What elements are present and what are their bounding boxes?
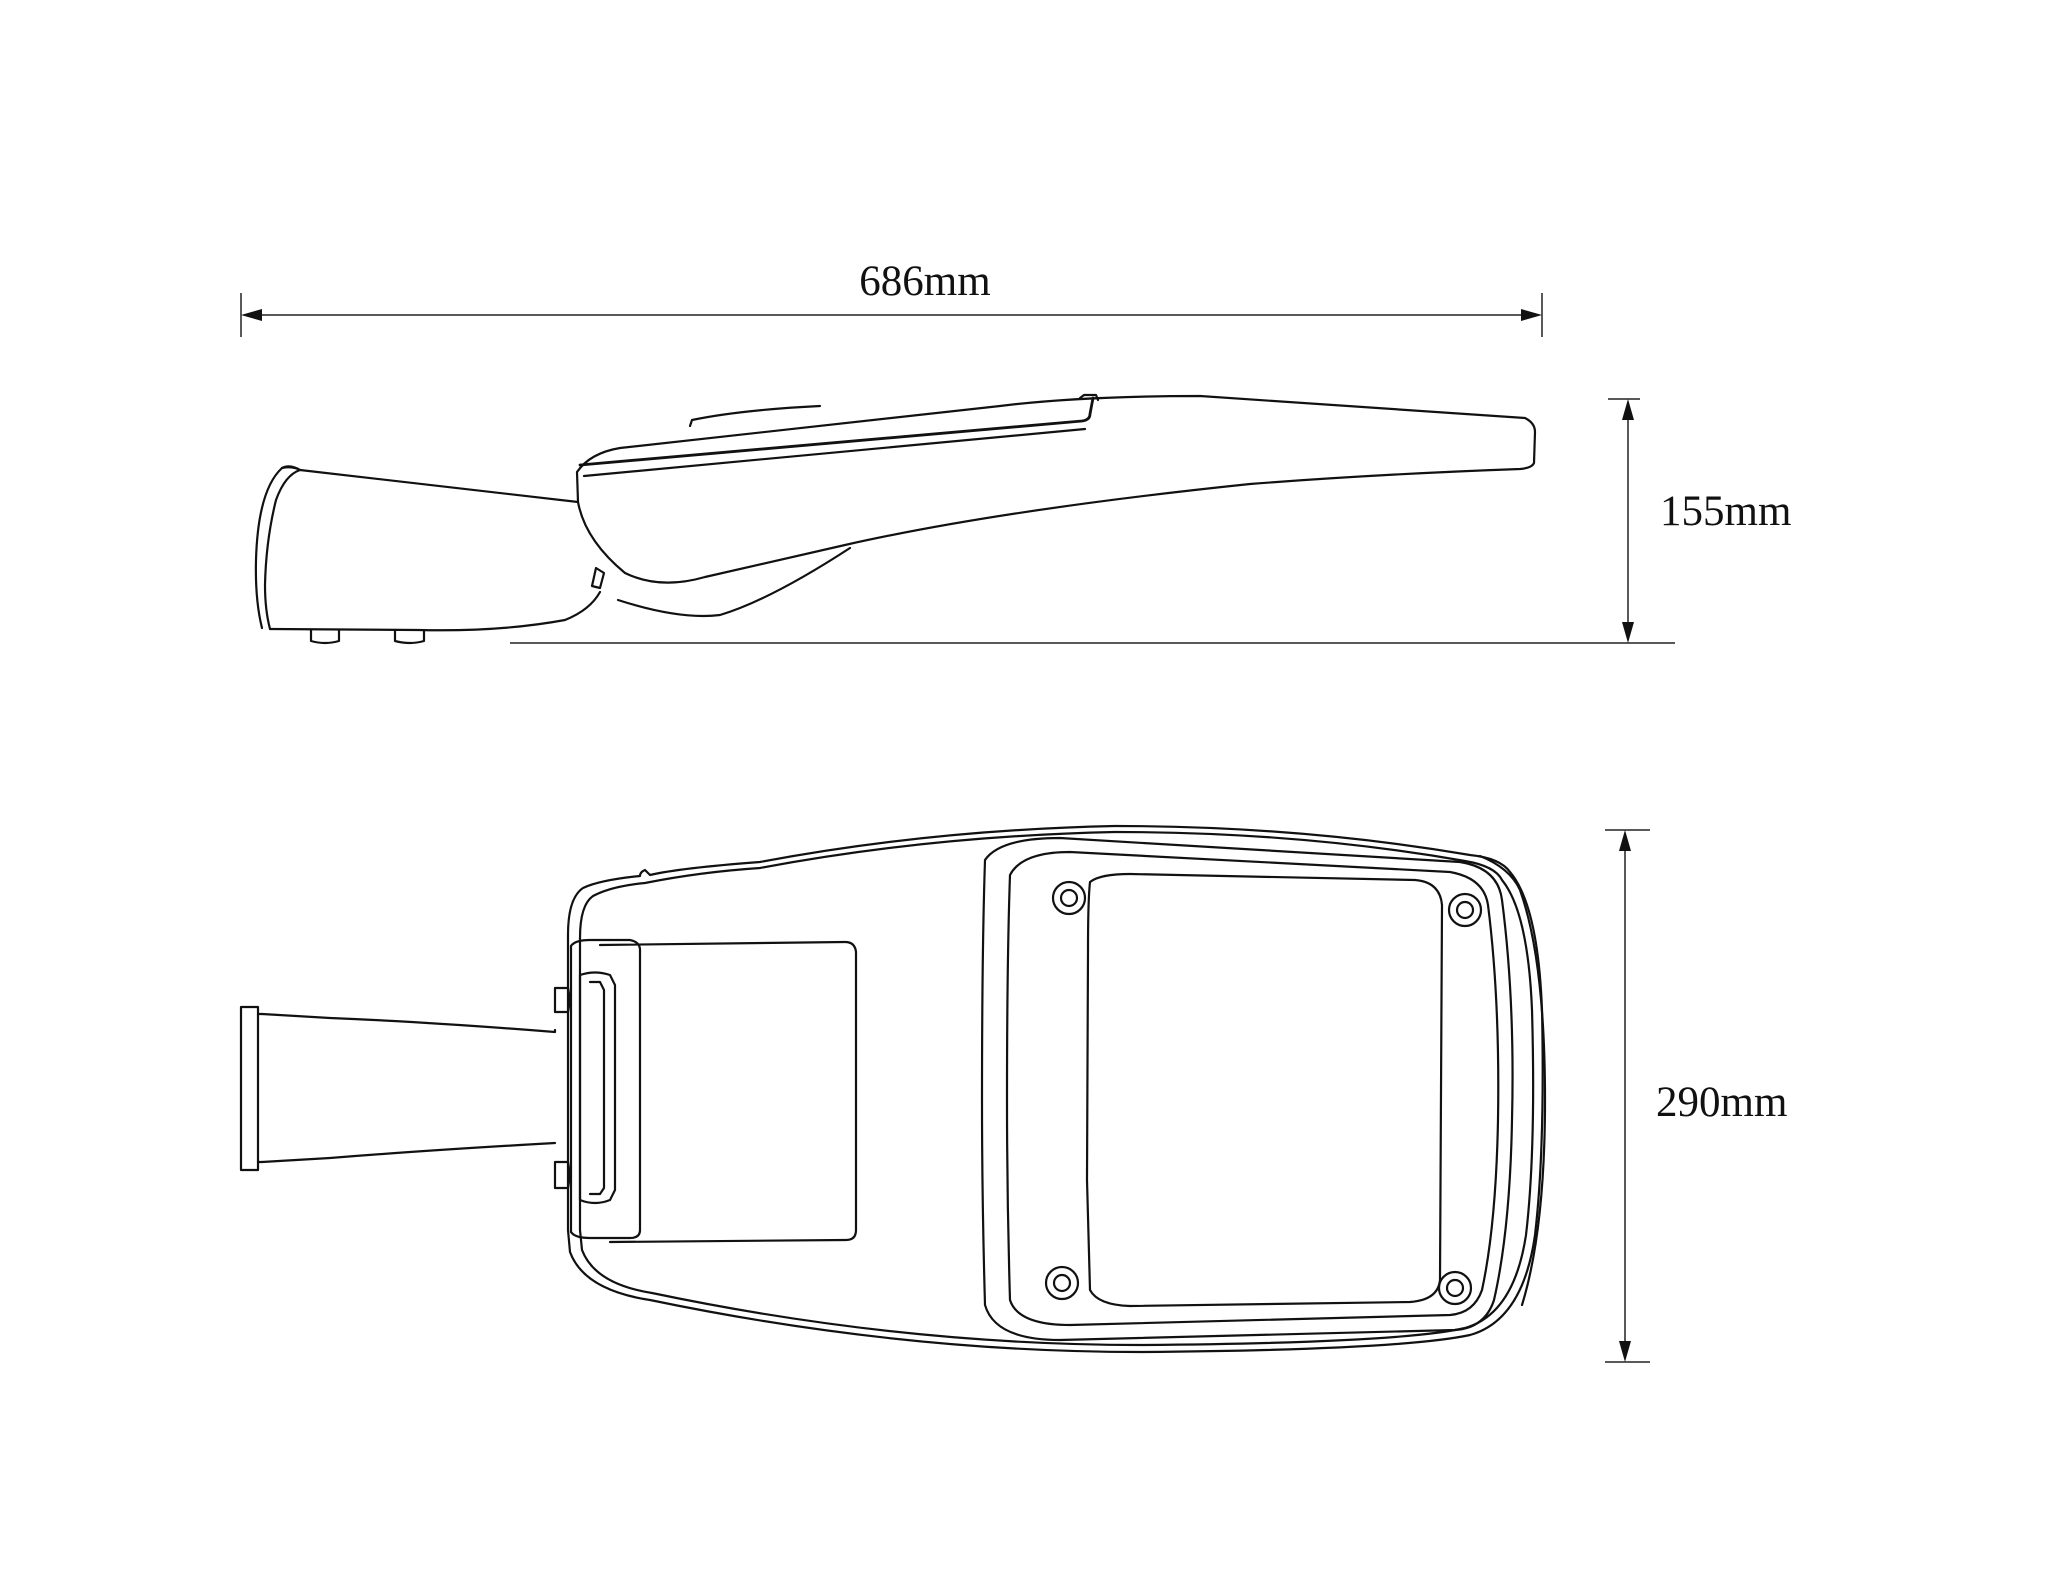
top-view-clamp-bolt-1 xyxy=(553,986,572,1014)
top-view-screw-2-head xyxy=(1455,900,1475,920)
side-view-spigot-rim xyxy=(280,466,302,472)
top-view-screw-3-head xyxy=(1052,1273,1072,1293)
side-view-notch xyxy=(1078,393,1100,402)
width-dimension: 290mm xyxy=(1605,829,1787,1363)
height-dimension: 155mm xyxy=(510,398,1791,644)
top-view-screw-1-head xyxy=(1059,888,1079,908)
length-dimension: 686mm xyxy=(240,258,1543,337)
top-view-screw-3 xyxy=(1044,1265,1080,1301)
top-view-lamp-frame-outer xyxy=(980,836,1514,1342)
side-view-cover-ridge xyxy=(688,404,822,428)
side-view-boss-1 xyxy=(309,628,341,645)
width-arrow-bottom xyxy=(1619,1341,1631,1362)
height-label: 155mm xyxy=(1660,488,1791,535)
length-label: 686mm xyxy=(859,258,990,305)
height-arrow-bottom xyxy=(1622,622,1634,643)
top-view-spigot-arm xyxy=(260,1012,557,1164)
side-view-boss-2 xyxy=(393,628,426,645)
top-view-housing-outer xyxy=(566,824,1544,1354)
top-view xyxy=(239,824,1547,1354)
top-view-spigot-end xyxy=(239,1005,260,1172)
top-view-clamp xyxy=(569,938,642,1240)
top-view-endcap xyxy=(1478,854,1547,1307)
width-label: 290mm xyxy=(1656,1079,1787,1126)
top-view-screw-2 xyxy=(1447,892,1483,928)
side-view-top-cover xyxy=(578,396,1095,467)
top-view-housing-rim xyxy=(578,830,1535,1347)
top-view-driver-cover xyxy=(598,940,858,1244)
side-view-housing-outline xyxy=(575,394,1537,584)
top-view-lamp-frame-inner xyxy=(1005,850,1500,1327)
top-view-screw-1 xyxy=(1051,880,1087,916)
side-view-top-cover-inner xyxy=(582,427,1087,478)
top-view-screw-4 xyxy=(1437,1270,1473,1306)
top-view-clamp-inner xyxy=(578,971,617,1205)
length-arrow-left xyxy=(241,309,262,321)
top-view-lens xyxy=(1085,872,1444,1308)
width-arrow-top xyxy=(1619,830,1631,851)
top-view-clamp-bolt-2 xyxy=(553,1160,572,1190)
side-view-spigot-mouth xyxy=(263,468,302,631)
top-view-screw-4-head xyxy=(1445,1278,1465,1298)
side-view-latch xyxy=(590,566,606,590)
length-arrow-right xyxy=(1521,309,1542,321)
side-view-underside xyxy=(616,546,852,618)
side-view-spigot xyxy=(254,465,580,630)
side-view-lower-body xyxy=(268,590,602,632)
top-view-clamp-slot xyxy=(588,980,606,1196)
side-view xyxy=(254,393,1537,645)
height-arrow-top xyxy=(1622,399,1634,420)
